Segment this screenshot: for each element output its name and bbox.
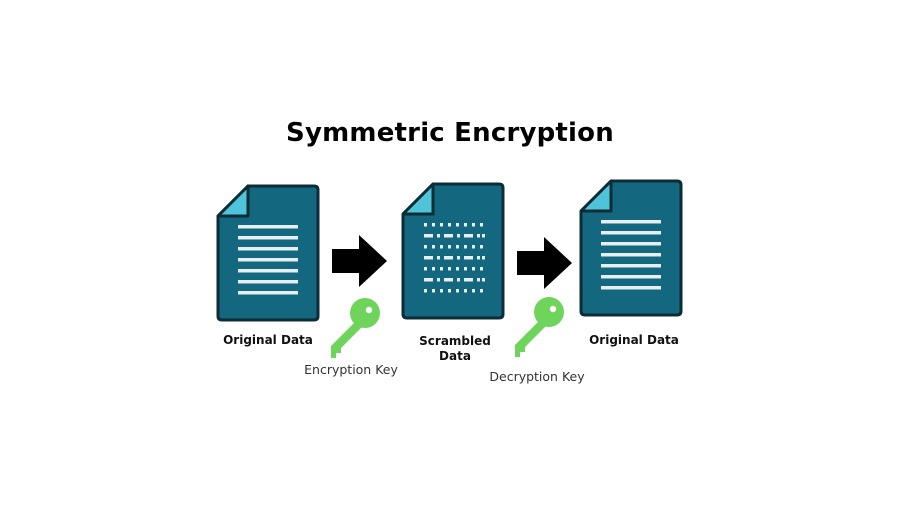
decryption-key-icon xyxy=(515,297,564,357)
original-document-icon xyxy=(216,184,320,322)
encryption-key-icon xyxy=(331,298,380,358)
diagram-title: Symmetric Encryption xyxy=(286,118,614,148)
arrow-right-icon xyxy=(332,235,387,287)
scrambled-data-label-line2: Data xyxy=(439,349,471,363)
decrypted-document-icon xyxy=(579,179,683,317)
decryption-key-label: Decryption Key xyxy=(489,369,585,384)
scrambled-document-icon xyxy=(401,182,505,320)
arrow-right-icon xyxy=(517,237,572,289)
encryption-key-label: Encryption Key xyxy=(304,362,398,377)
original-data-label: Original Data xyxy=(223,333,313,347)
scrambled-data-label-line1: Scrambled xyxy=(419,334,491,348)
decrypted-data-label: Original Data xyxy=(589,333,679,347)
